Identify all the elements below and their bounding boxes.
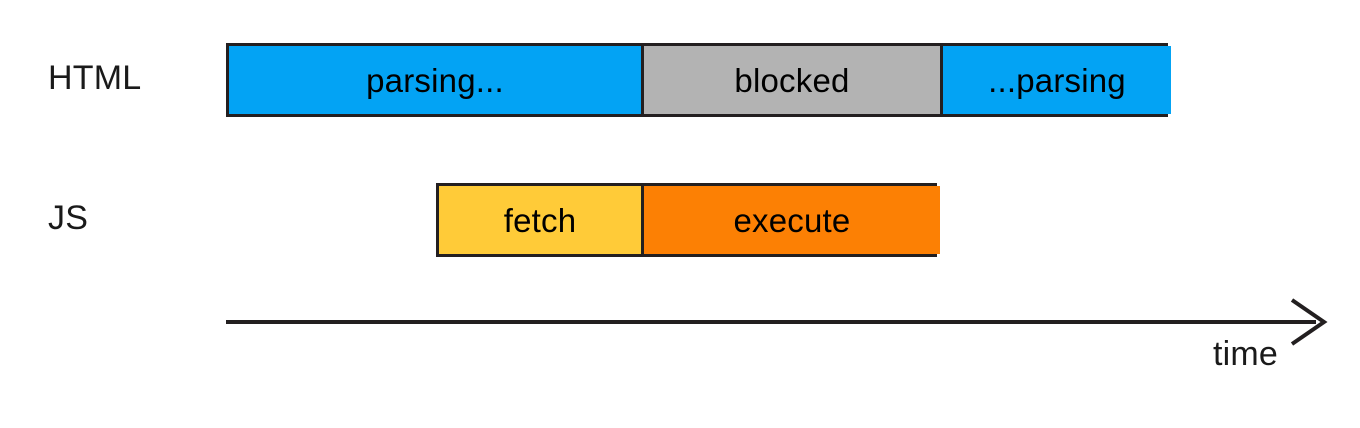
segment-label: ...parsing [988,61,1126,99]
timeline-bar-js: fetch execute [436,183,940,257]
arrowhead-icon [1290,298,1328,346]
segment-blocked[interactable]: blocked [641,46,940,114]
segment-parsing-resume[interactable]: ...parsing [940,46,1171,114]
segment-label: execute [733,201,851,239]
segment-label: parsing... [366,61,504,99]
segment-label: fetch [503,201,577,239]
timeline-bar-html: parsing... blocked ...parsing [226,43,1171,117]
row-label-js: JS [48,199,89,237]
time-axis-label: time [1213,335,1279,373]
segment-label: blocked [734,61,850,99]
segment-fetch[interactable]: fetch [439,186,641,254]
time-axis-arrow [226,298,1328,346]
row-label-html: HTML [48,59,142,97]
segment-execute[interactable]: execute [641,186,940,254]
segment-parsing-start[interactable]: parsing... [229,46,641,114]
